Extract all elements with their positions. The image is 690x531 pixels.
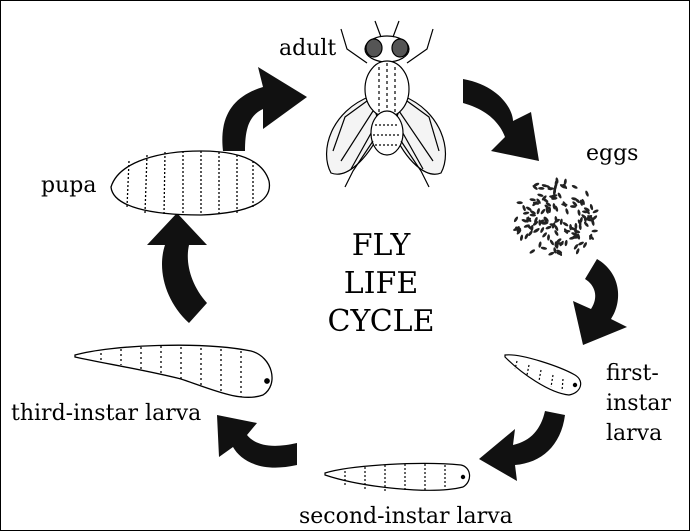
adult-fly-illustration <box>327 21 446 187</box>
egg <box>540 208 546 215</box>
egg <box>591 229 598 232</box>
egg <box>527 230 533 237</box>
arrow-adult-to-eggs <box>463 79 539 161</box>
egg <box>536 208 540 215</box>
egg <box>592 209 599 214</box>
egg <box>577 209 581 216</box>
egg <box>538 187 544 190</box>
label-second-instar: second-instar larva <box>299 504 513 530</box>
egg <box>589 204 593 211</box>
egg <box>565 208 570 215</box>
label-third-instar: third-instar larva <box>11 401 201 427</box>
egg <box>575 248 580 255</box>
arrow-second-to-third <box>217 415 297 468</box>
title-line-2: LIFE <box>291 267 471 301</box>
egg <box>537 193 544 198</box>
egg <box>549 239 555 246</box>
label-eggs: eggs <box>586 141 638 167</box>
egg <box>519 234 523 241</box>
egg <box>513 216 519 223</box>
egg <box>564 240 568 247</box>
first-instar-larva-illustration <box>505 355 581 395</box>
egg <box>545 225 552 230</box>
label-first-instar-line-1: first- <box>606 361 659 387</box>
egg <box>557 192 562 199</box>
pupa-illustration <box>111 151 269 215</box>
egg <box>547 234 550 241</box>
egg <box>560 218 564 225</box>
egg <box>540 246 547 250</box>
arrow-first-to-second <box>479 411 565 481</box>
second-instar-larva-illustration <box>325 463 470 491</box>
egg <box>524 233 529 240</box>
egg <box>529 198 536 202</box>
egg <box>548 251 555 256</box>
arrow-pupa-to-adult <box>222 67 307 151</box>
diagram-title: FLY LIFE CYCLE <box>291 229 471 343</box>
egg <box>541 232 547 239</box>
egg <box>539 227 544 234</box>
label-adult: adult <box>279 36 336 62</box>
title-line-3: CYCLE <box>291 305 471 339</box>
arrow-eggs-to-first <box>573 259 627 345</box>
third-instar-larva-illustration <box>75 345 272 397</box>
eggs-illustration <box>513 177 599 257</box>
egg <box>571 184 578 189</box>
egg <box>523 211 530 215</box>
egg <box>522 205 527 212</box>
egg <box>529 249 536 255</box>
label-pupa: pupa <box>41 173 96 199</box>
egg <box>585 190 590 197</box>
arrow-third-to-pupa <box>147 213 207 323</box>
label-first-instar-line-3: larva <box>606 421 662 447</box>
egg <box>583 221 589 228</box>
egg <box>516 201 523 204</box>
label-first-instar-line-2: instar <box>606 391 671 417</box>
title-line-1: FLY <box>291 229 471 263</box>
egg <box>562 221 569 227</box>
egg <box>530 225 534 232</box>
egg <box>554 230 560 237</box>
